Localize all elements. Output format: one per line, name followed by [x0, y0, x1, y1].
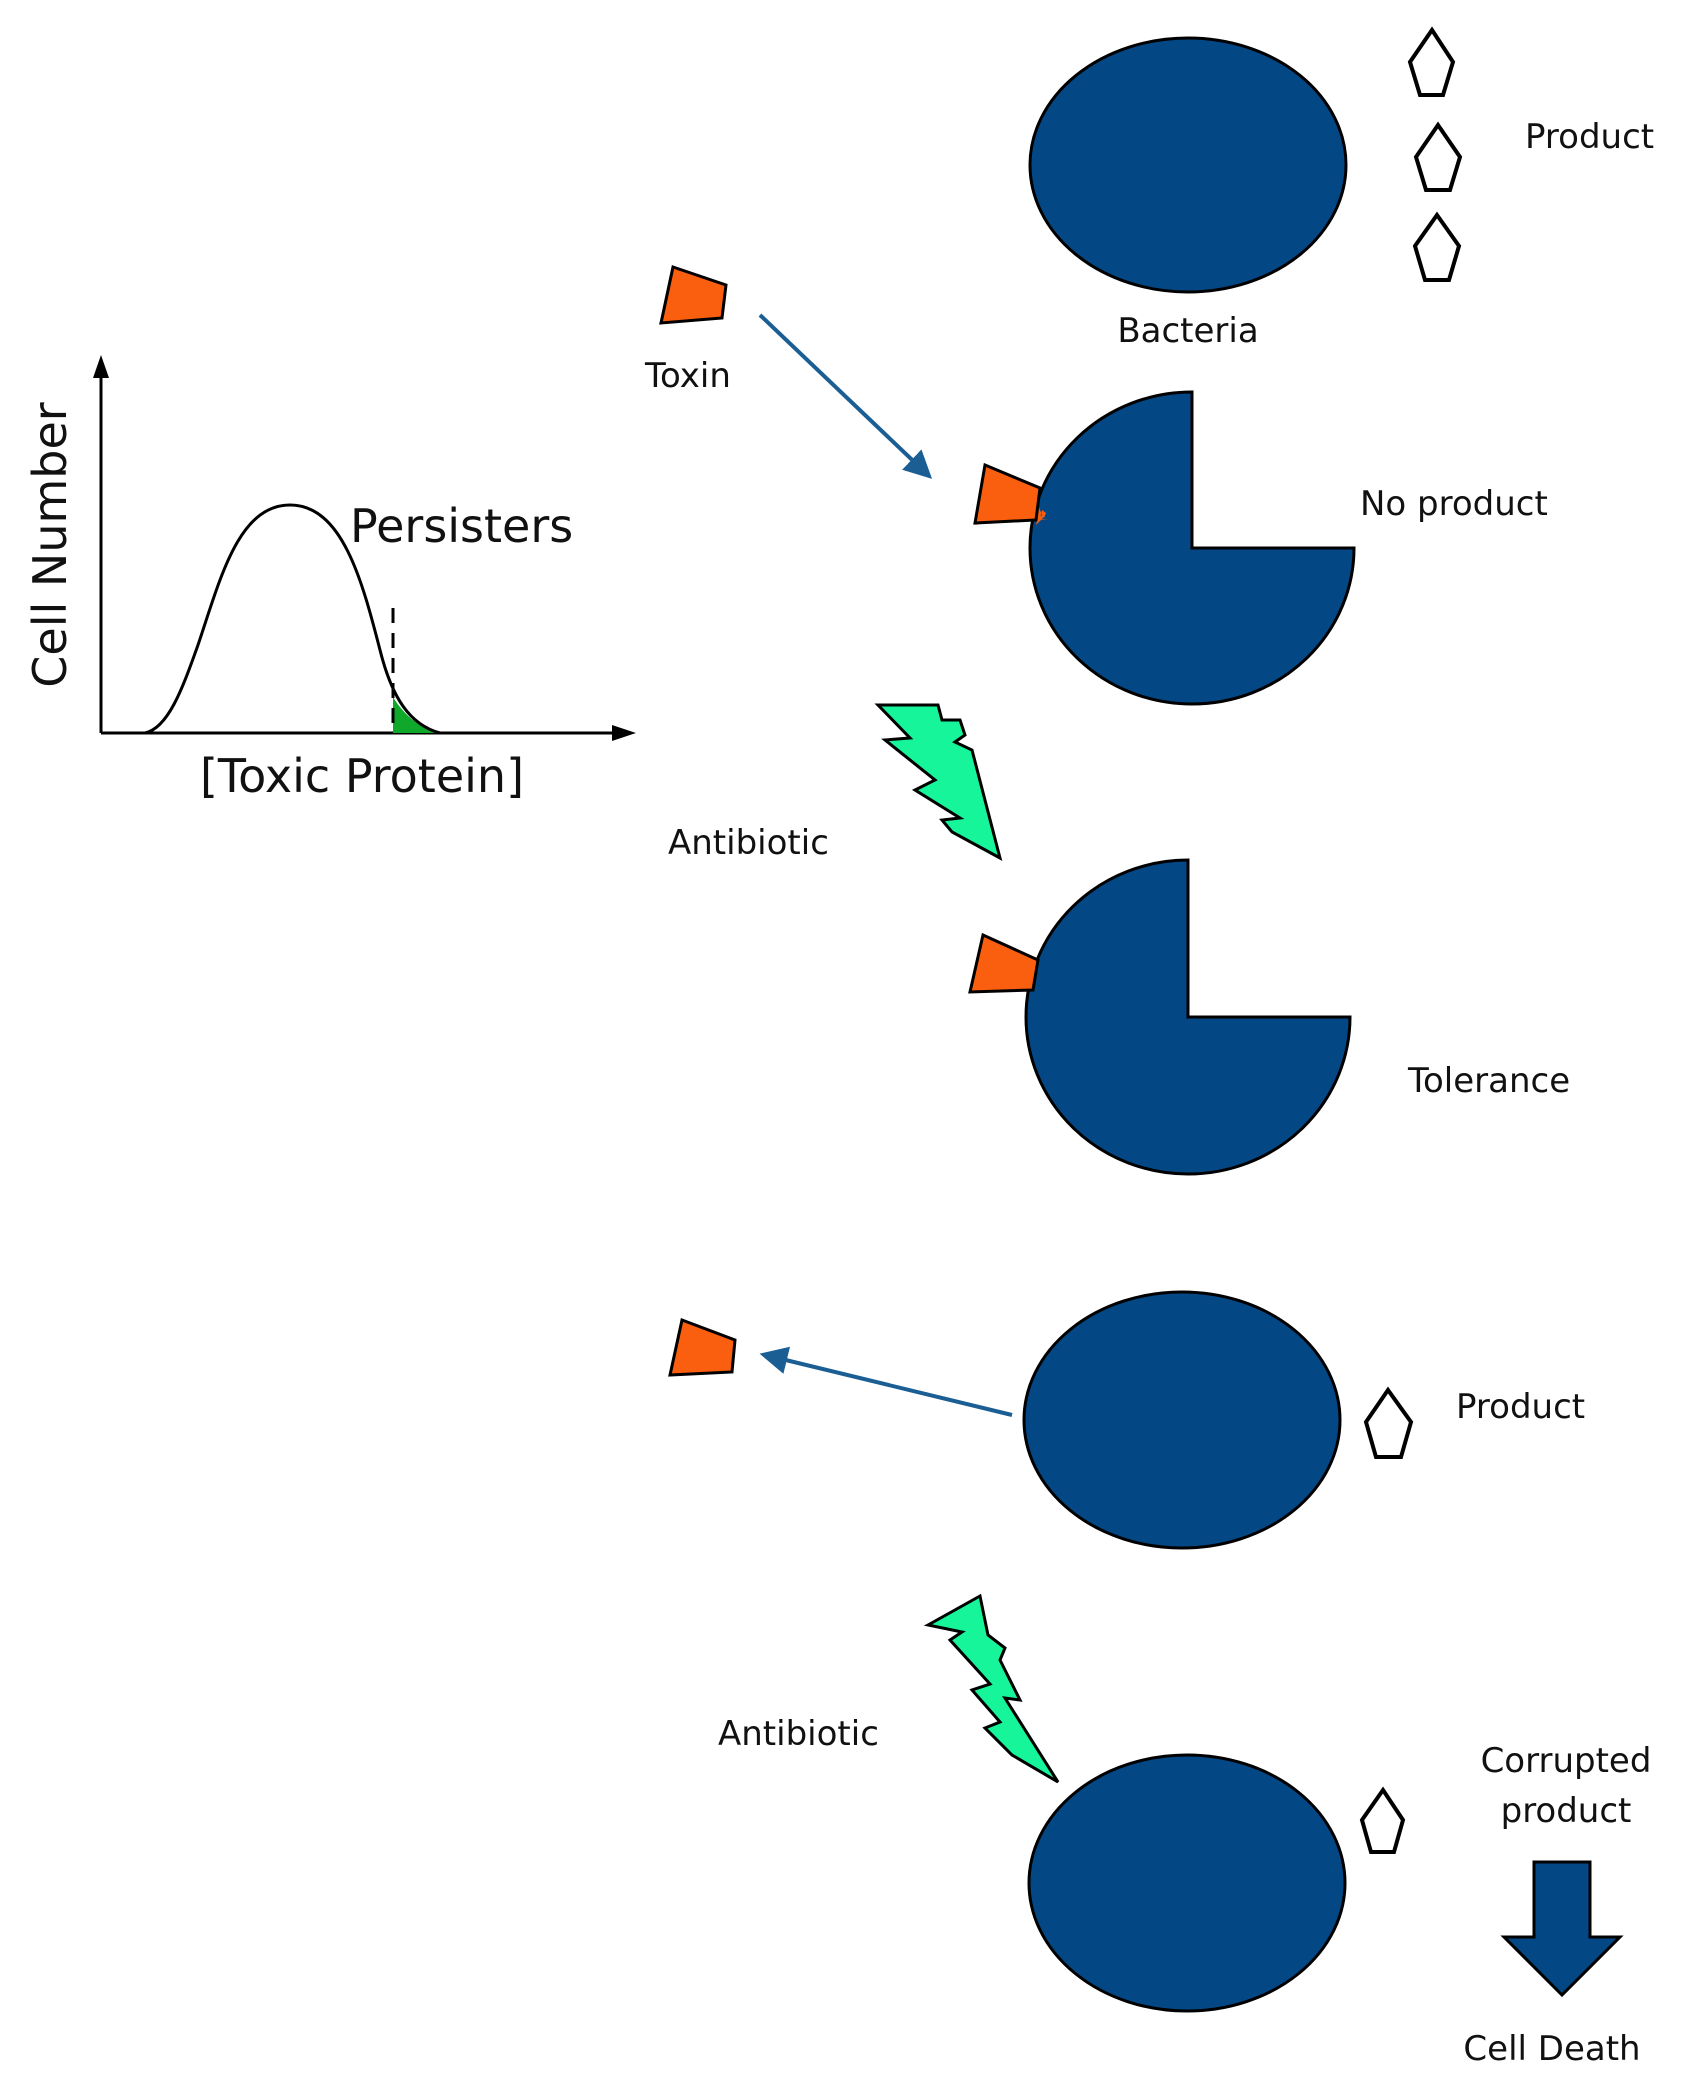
label-bacteria: Bacteria: [1117, 311, 1258, 351]
toxin-bound-cell-icon: [1028, 390, 1356, 706]
label-tolerance: Tolerance: [1407, 1061, 1570, 1101]
antibiotic-lightning-icon: [923, 1593, 1060, 1784]
product-pentagon-icon: [1412, 211, 1462, 282]
graph-x-label: [Toxic Protein]: [200, 749, 524, 803]
toxin-icon: [659, 265, 728, 325]
toxin-icon: [668, 1317, 737, 1377]
label-corrupted-line2: product: [1501, 1791, 1632, 1831]
label-product-top: Product: [1525, 117, 1654, 157]
bacteria-cell-icon: [1027, 1753, 1347, 2013]
label-toxin: Toxin: [644, 356, 731, 396]
toxin-attached-icon: [973, 462, 1042, 525]
tolerant-cell-icon: [1024, 858, 1352, 1176]
no-product-row: No product: [973, 390, 1548, 706]
bacteria-cell-icon: [1028, 36, 1348, 294]
antibiotic-group-1: Antibiotic: [668, 703, 1003, 863]
graph-y-label: Cell Number: [23, 402, 77, 687]
label-antibiotic-2: Antibiotic: [718, 1714, 879, 1754]
product-pentagon-icon: [1359, 1786, 1406, 1854]
graph-y-axis-arrow-icon: [93, 355, 109, 378]
free-toxin-group: Toxin: [644, 265, 933, 479]
distribution-graph: Persisters Cell Number [Toxic Protein]: [23, 355, 636, 803]
bacteria-row: Product Bacteria: [1028, 26, 1654, 351]
distribution-curve: [144, 503, 441, 735]
toxin-binding-arrow: [758, 313, 933, 479]
toxin-release-arrow: [759, 1346, 1013, 1417]
label-no-product: No product: [1360, 484, 1548, 524]
tolerance-row: Tolerance: [968, 858, 1570, 1176]
label-antibiotic-1: Antibiotic: [668, 823, 829, 863]
label-cell-death: Cell Death: [1463, 2029, 1640, 2069]
antibiotic-group-2: Antibiotic: [718, 1593, 1060, 1784]
toxin-attached-icon: [968, 932, 1040, 994]
graph-annotation-persisters: Persisters: [350, 499, 573, 553]
product-pentagon-icon: [1363, 1386, 1414, 1459]
product-restored-row: Product: [668, 1290, 1585, 1550]
persisters-area: [393, 697, 438, 733]
bacteria-cell-icon: [1022, 1290, 1342, 1550]
cell-death-row: Corrupted product Cell Death: [1027, 1741, 1652, 2069]
graph-x-axis-arrow-icon: [612, 725, 636, 741]
label-corrupted-line1: Corrupted: [1481, 1741, 1652, 1781]
product-pentagon-icon: [1407, 26, 1456, 97]
label-product-mid: Product: [1456, 1387, 1585, 1427]
down-arrow-icon: [1500, 1860, 1624, 1998]
product-pentagon-icon: [1413, 121, 1463, 192]
antibiotic-lightning-icon: [874, 703, 1003, 861]
